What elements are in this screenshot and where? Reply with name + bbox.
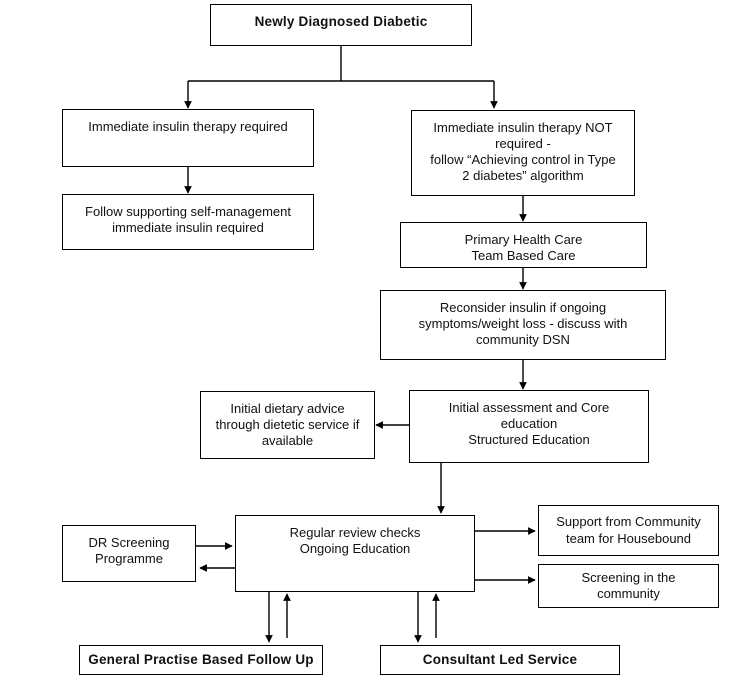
- node-label: Regular review checks Ongoing Education: [289, 525, 421, 557]
- node-label: Initial dietary advice through dietetic …: [215, 401, 360, 449]
- node-dr-screening-programme[interactable]: DR Screening Programme: [62, 525, 196, 582]
- node-screening-in-community[interactable]: Screening in the community: [538, 564, 719, 608]
- node-reconsider-insulin[interactable]: Reconsider insulin if ongoing symptoms/w…: [380, 290, 666, 360]
- node-follow-supporting-self-management[interactable]: Follow supporting self-management immedi…: [62, 194, 314, 250]
- node-label: Immediate insulin therapy required: [88, 119, 288, 134]
- node-label: Reconsider insulin if ongoing symptoms/w…: [418, 300, 628, 348]
- node-initial-dietary-advice[interactable]: Initial dietary advice through dietetic …: [200, 391, 375, 459]
- node-immediate-insulin-not-required[interactable]: Immediate insulin therapy NOT required -…: [411, 110, 635, 196]
- node-initial-assessment-core-education[interactable]: Initial assessment and Core education St…: [409, 390, 649, 463]
- node-newly-diagnosed-diabetic[interactable]: Newly Diagnosed Diabetic: [210, 4, 472, 46]
- node-label: Newly Diagnosed Diabetic: [254, 14, 428, 29]
- node-general-practise-follow-up[interactable]: General Practise Based Follow Up: [79, 645, 323, 675]
- node-support-community-housebound[interactable]: Support from Community team for Housebou…: [538, 505, 719, 556]
- node-label: Follow supporting self-management immedi…: [85, 204, 291, 236]
- node-immediate-insulin-required[interactable]: Immediate insulin therapy required: [62, 109, 314, 167]
- node-primary-health-care[interactable]: Primary Health Care Team Based Care: [400, 222, 647, 268]
- node-label: DR Screening Programme: [88, 535, 170, 567]
- node-label: Screening in the community: [581, 569, 676, 601]
- node-consultant-led-service[interactable]: Consultant Led Service: [380, 645, 620, 675]
- node-label: Consultant Led Service: [422, 651, 578, 667]
- node-label: General Practise Based Follow Up: [88, 651, 314, 667]
- node-label: Immediate insulin therapy NOT required -…: [430, 120, 616, 184]
- node-label: Initial assessment and Core education St…: [448, 400, 610, 448]
- node-label: Support from Community team for Housebou…: [556, 514, 701, 546]
- node-label: Primary Health Care Team Based Care: [464, 232, 583, 264]
- node-regular-review-checks[interactable]: Regular review checks Ongoing Education: [235, 515, 475, 592]
